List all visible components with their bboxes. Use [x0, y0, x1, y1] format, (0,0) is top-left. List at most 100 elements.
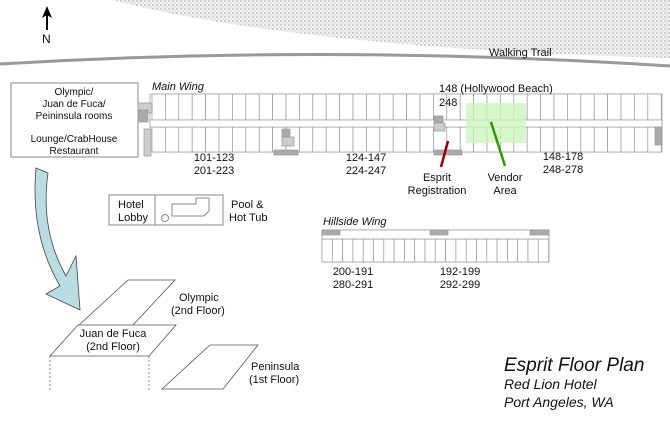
room-cell: [352, 238, 364, 263]
room-cell: [339, 126, 354, 153]
pool-label: Hot Tub: [229, 212, 268, 224]
room-cell: [553, 126, 568, 153]
room-cell: [607, 126, 622, 153]
room-cell: [352, 126, 367, 153]
room-cell: [434, 238, 446, 263]
stair-block: [273, 149, 299, 156]
juan-de-fuca-label: Juan de Fuca: [80, 328, 148, 340]
room-cell: [414, 238, 426, 263]
room-cell: [379, 126, 394, 153]
room-cell: [232, 126, 247, 153]
room-cell: [312, 126, 327, 153]
room-cell: [178, 93, 193, 121]
room-cell: [151, 93, 166, 121]
room-range-label: 124-147: [346, 152, 386, 164]
room-cell: [379, 93, 394, 121]
room-cell: [455, 238, 467, 263]
room-cell: [342, 238, 354, 263]
room-cell: [527, 238, 539, 263]
main-wing-corridor: [149, 119, 663, 128]
room-cell: [424, 238, 436, 263]
room-cell: [465, 238, 477, 263]
peninsula-label: Peninsula: [251, 361, 300, 373]
room-cell: [151, 126, 166, 153]
room-cell: [567, 93, 582, 121]
room-cell: [218, 126, 233, 153]
stair-block: [137, 109, 149, 123]
room-cell: [445, 238, 457, 263]
room-cell: [205, 93, 220, 121]
room-cell: [634, 126, 649, 153]
room-cell: [593, 93, 608, 121]
room-cell: [178, 126, 193, 153]
room-range-label: 280-291: [333, 279, 373, 291]
room-cell: [607, 93, 622, 121]
room-cell: [526, 93, 541, 121]
vendor-area-label: Area: [493, 185, 517, 197]
olympic-label: (2nd Floor): [171, 305, 225, 317]
room-cell: [404, 238, 416, 263]
room-cell: [205, 126, 220, 153]
curved-arrow-icon: [34, 167, 81, 311]
room-cell: [258, 126, 273, 153]
room-cell: [362, 238, 374, 263]
lobby-label: Hotel: [118, 199, 144, 211]
stair-block: [321, 229, 341, 236]
room-cell: [392, 126, 407, 153]
room-cell: [580, 126, 595, 153]
room-cell: [593, 126, 608, 153]
room-cell: [366, 93, 381, 121]
room-cell: [620, 93, 635, 121]
room-cell: [537, 238, 549, 263]
peninsula-room[interactable]: [160, 344, 259, 390]
room-range-label: 224-247: [346, 165, 386, 177]
legend-line: Olympic/: [55, 87, 94, 98]
room-cell: [647, 93, 662, 121]
room-cell: [366, 126, 381, 153]
stair-block: [143, 128, 152, 157]
stair-block: [433, 149, 463, 156]
stair-block: [433, 122, 446, 132]
room-cell: [312, 93, 327, 121]
hillside-wing-title: Hillside Wing: [323, 216, 387, 228]
pool-label: Pool &: [231, 199, 264, 211]
room-range-label: 101-123: [194, 152, 234, 164]
olympic-label: Olympic: [179, 292, 219, 304]
room-cell: [393, 238, 405, 263]
room-cell: [299, 93, 314, 121]
room-cell: [406, 93, 421, 121]
room-range-label: 248-278: [543, 164, 583, 176]
room-cell: [526, 126, 541, 153]
room-cell: [245, 126, 260, 153]
room-cell: [406, 126, 421, 153]
olympic-room[interactable]: [76, 279, 176, 327]
stair-block: [529, 229, 550, 236]
legend-line: Peininsula rooms: [36, 111, 113, 122]
room-cell: [245, 93, 260, 121]
room-cell: [392, 93, 407, 121]
registration-label: Registration: [408, 185, 467, 197]
room-cell: [285, 93, 300, 121]
room-cell: [580, 93, 595, 121]
map-subtitle: Port Angeles, WA: [504, 394, 614, 410]
room-cell: [272, 93, 287, 121]
room-cell: [299, 126, 314, 153]
registration-label: Esprit: [423, 172, 451, 184]
room-cell: [191, 126, 206, 153]
room-cell: [373, 238, 385, 263]
room-cell: [419, 93, 434, 121]
hollywood-beach-label: 148 (Hollywood Beach): [439, 83, 553, 95]
legend-box: [10, 82, 139, 158]
room-cell: [507, 238, 519, 263]
room-range-label: 200-191: [333, 266, 373, 278]
room-cell: [634, 93, 649, 121]
hot-tub-shape: [161, 214, 169, 222]
room-cell: [258, 93, 273, 121]
room-range-label: 292-299: [440, 279, 480, 291]
legend-line: Lounge/CrabHouse: [31, 134, 118, 145]
room-cell: [165, 126, 180, 153]
stair-block: [281, 136, 295, 147]
room-cell: [496, 238, 508, 263]
room-cell: [476, 238, 488, 263]
room-cell: [331, 238, 343, 263]
